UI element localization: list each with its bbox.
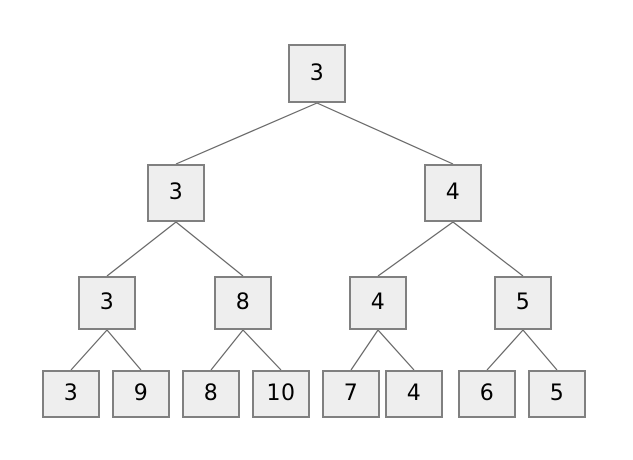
tree-node-leaf: 3 xyxy=(42,370,100,418)
tree-edge xyxy=(210,329,244,371)
tree-node-value: 8 xyxy=(235,290,251,315)
tree-edge xyxy=(106,329,142,371)
tree-node-value: 4 xyxy=(370,290,386,315)
tree-edge xyxy=(452,221,524,277)
tree-node-value: 3 xyxy=(309,60,325,86)
tree-node-value: 5 xyxy=(515,290,531,315)
tree-node-value: 3 xyxy=(63,381,79,406)
tree-edge xyxy=(175,102,318,165)
tree-node-leaf: 10 xyxy=(252,370,310,418)
tree-node-leaf: 7 xyxy=(322,370,380,418)
tree-node-value: 10 xyxy=(266,381,296,406)
tree-node: 4 xyxy=(349,276,407,330)
tree-node-leaf: 8 xyxy=(182,370,240,418)
tree-node: 3 xyxy=(147,164,205,222)
tree-node-leaf: 9 xyxy=(112,370,170,418)
tree-edge xyxy=(350,329,379,371)
tree-node-value: 4 xyxy=(406,381,422,406)
tree-node: 5 xyxy=(494,276,552,330)
tree-node-leaf: 6 xyxy=(458,370,516,418)
tree-node-value: 8 xyxy=(203,381,219,406)
tree-node: 4 xyxy=(424,164,482,222)
tree-edge xyxy=(522,329,558,371)
tree-node: 8 xyxy=(214,276,272,330)
tree-node-value: 5 xyxy=(549,381,565,406)
tree-edge xyxy=(175,221,244,277)
tree-node-value: 3 xyxy=(168,180,184,205)
tree-edge xyxy=(486,329,524,371)
tree-node-value: 4 xyxy=(445,180,461,205)
tree-node: 3 xyxy=(78,276,136,330)
tree-node-value: 9 xyxy=(133,381,149,406)
tree-node-root: 3 xyxy=(288,44,346,103)
tree-edge xyxy=(316,102,454,165)
tree-node-leaf: 4 xyxy=(385,370,443,418)
tree-edge xyxy=(377,329,415,371)
tree-edge xyxy=(242,329,282,371)
tree-edge xyxy=(377,221,454,277)
tree-node-leaf: 5 xyxy=(528,370,586,418)
tree-edge xyxy=(70,329,108,371)
tree-edge xyxy=(106,221,177,277)
tree-node-value: 6 xyxy=(479,381,495,406)
tree-node-value: 3 xyxy=(99,290,115,315)
tree-node-value: 7 xyxy=(343,381,359,406)
